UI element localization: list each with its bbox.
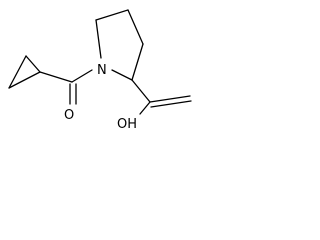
carboxyl-double-bond-b bbox=[150, 100, 192, 108]
cyclopropane-bond-right bbox=[25, 55, 41, 73]
carboxyl-double-bond-a bbox=[149, 95, 191, 103]
carboxyl-hydroxyl-bond bbox=[139, 101, 151, 115]
ring-carboxyl-bond bbox=[131, 79, 151, 103]
cyclopropane-bond-top bbox=[8, 55, 27, 89]
hydroxyl-label: OH bbox=[117, 117, 137, 132]
ring-bond-c5-n bbox=[95, 19, 102, 59]
ring-bond-c4-c5 bbox=[95, 9, 129, 21]
carbonyl-nitrogen-bond bbox=[71, 69, 93, 83]
cyclopropane-bond-left bbox=[8, 71, 41, 89]
nitrogen-label: N bbox=[97, 63, 107, 78]
cyclopropyl-carbonyl-bond bbox=[39, 71, 73, 83]
carbonyl-oxygen-label: O bbox=[64, 108, 74, 123]
ring-bond-n-c2 bbox=[111, 69, 133, 81]
molecule-structure-diagram: N O OH bbox=[8, 9, 192, 132]
ring-bond-c3-c4 bbox=[127, 9, 144, 45]
structure-canvas: N O OH bbox=[0, 0, 209, 144]
ring-bond-c2-c3 bbox=[131, 43, 144, 81]
